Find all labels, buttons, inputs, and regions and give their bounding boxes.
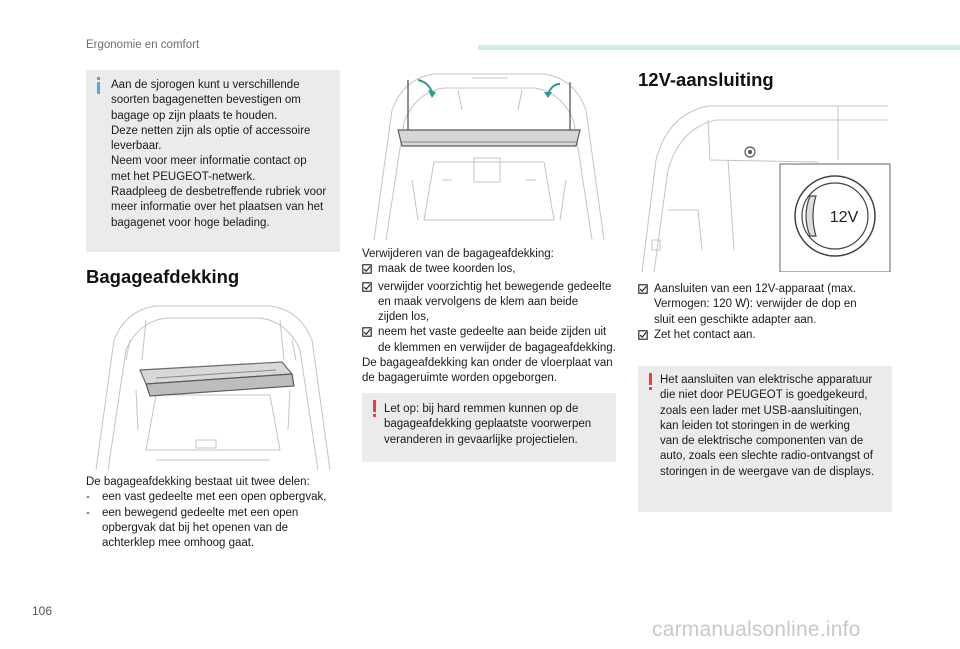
checkbox-bullet-icon — [362, 280, 378, 326]
list-item-line: Aansluiten van een 12V-apparaat (max. — [654, 283, 857, 295]
warning-line: kan leiden tot storingen in de werking — [660, 419, 850, 432]
list-item-text: maak de twee koorden los, — [378, 262, 624, 279]
warning-line: zoals een lader met USB-aansluitingen, — [660, 404, 863, 417]
warning-box-electrical-text: Het aansluiten van elektrische apparatuu… — [660, 373, 890, 480]
list-item: neem het vaste gedeelte aan beide zijden… — [362, 325, 624, 356]
checkbox-bullet-icon — [362, 262, 378, 279]
section-title-bagageafdekking: Bagageafdekking — [86, 266, 240, 287]
warning-line: Het aansluiten van elektrische apparatuu… — [660, 374, 873, 386]
info-box-line: Deze netten zijn als optie of accessoire — [111, 124, 311, 137]
12v-socket-label: 12V — [830, 209, 859, 226]
section-header: Ergonomie en comfort — [86, 39, 200, 51]
list-item-line: achterklep mee omhoog gaat. — [102, 537, 255, 550]
list-item-line: en maak vervolgens de klem aan beide — [378, 295, 579, 308]
cargo-cover-removal-illustration — [362, 70, 616, 240]
warning-icon — [370, 400, 379, 417]
info-box-line: met het PEUGEOT-netwerk. — [111, 170, 256, 183]
list-item-text: een vast gedeelte met een open opbergvak… — [102, 490, 348, 505]
removal-intro: Verwijderen van de bagageafdekking: — [362, 248, 554, 260]
list-item: -een bewegend gedeelte met een open opber… — [86, 506, 348, 552]
info-box-line: bagage op zijn plaats te houden. — [111, 109, 278, 122]
info-box-line: Aan de sjorogen kunt u verschillende — [111, 79, 300, 91]
info-icon — [94, 77, 103, 94]
warning-line: Let op: bij hard remmen kunnen op de — [384, 403, 579, 415]
12v-socket-illustration: 12V — [638, 100, 892, 272]
removal-outro-line: de bagageruimte worden opgeborgen. — [362, 372, 558, 385]
list-item: Zet het contact aan. — [638, 328, 900, 345]
list-item-line: de klemmen en verwijder de bagageafdekki… — [378, 341, 616, 354]
cargo-cover-description: De bagageafdekking bestaat uit twee dele… — [86, 475, 348, 551]
list-item: maak de twee koorden los, — [362, 262, 624, 279]
warning-line: die niet door PEUGEOT is goedgekeurd, — [660, 389, 868, 402]
list-item-line: Vermogen: 120 W): verwijder de dop en — [654, 298, 857, 311]
12v-instructions: Aansluiten van een 12V-apparaat (max. Ver… — [638, 282, 900, 345]
warning-line: bagageafdekking geplaatste voorwerpen — [384, 418, 592, 431]
removal-instructions: Verwijderen van de bagageafdekking: maak… — [362, 247, 624, 387]
list-item-text: een bewegend gedeelte met een open opberg… — [102, 506, 348, 552]
checkbox-bullet-icon — [638, 328, 654, 345]
list-item-text: verwijder voorzichtig het bewegende gede… — [378, 280, 624, 326]
checkbox-bullet-icon — [638, 282, 654, 328]
list-item-line: een bewegend gedeelte met een open — [102, 506, 299, 519]
warning-box-projectiles: Let op: bij hard remmen kunnen op de baga… — [362, 393, 616, 462]
removal-outro-line: De bagageafdekking kan onder de vloerpla… — [362, 357, 613, 370]
warning-line: storingen in de weergave van de displays… — [660, 465, 875, 478]
list-item-line: sluit een geschikte adapter aan. — [654, 313, 817, 326]
cargo-cover-intro: De bagageafdekking bestaat uit twee dele… — [86, 476, 310, 488]
info-box: Aan de sjorogen kunt u verschillende soor… — [86, 70, 340, 252]
info-box-line: Raadpleeg de desbetreffende rubriek voor — [111, 186, 327, 199]
dash-bullet: - — [86, 506, 90, 519]
page-number: 106 — [32, 604, 53, 618]
warning-box-projectiles-text: Let op: bij hard remmen kunnen op de baga… — [384, 402, 612, 448]
info-box-line: leverbaar. — [111, 140, 162, 153]
list-item-line: zijden los, — [378, 311, 430, 324]
list-item-line: neem het vaste gedeelte aan beide zijden… — [378, 326, 607, 339]
checkbox-bullet-icon — [362, 325, 378, 356]
watermark: carmanualsonline.info — [652, 618, 861, 641]
dash-bullet: - — [86, 491, 90, 504]
warning-line: auto, zoals een slechte radio-ontvangst … — [660, 450, 873, 463]
header-accent-bar — [478, 45, 960, 50]
list-item: -een vast gedeelte met een open opbergva… — [86, 490, 348, 505]
warning-icon — [646, 373, 655, 390]
list-item: verwijder voorzichtig het bewegende gede… — [362, 280, 624, 326]
warning-line: van de elektrische componenten van de — [660, 435, 864, 448]
list-item-line: een vast gedeelte met een open opbergvak… — [102, 491, 327, 504]
list-item-line: maak de twee koorden los, — [378, 263, 516, 276]
list-item-text: Aansluiten van een 12V-apparaat (max. Ver… — [654, 282, 900, 328]
info-box-line: bagagenet voor hoge belading. — [111, 216, 270, 229]
list-item-line: Zet het contact aan. — [654, 328, 756, 341]
info-box-line: meer informatie over het plaatsen van he… — [111, 201, 324, 214]
list-item-line: opbergvak dat bij het openen van de — [102, 521, 289, 534]
list-item-text: neem het vaste gedeelte aan beide zijden… — [378, 325, 624, 356]
info-box-line: Neem voor meer informatie contact op — [111, 155, 307, 168]
warning-box-electrical: Het aansluiten van elektrische apparatuu… — [638, 366, 892, 512]
cargo-cover-illustration — [86, 300, 340, 470]
list-item-line: verwijder voorzichtig het bewegende gede… — [378, 280, 612, 293]
warning-line: veranderen in gevaarlijke projectielen. — [384, 433, 578, 446]
list-item-text: Zet het contact aan. — [654, 328, 900, 345]
info-box-text: Aan de sjorogen kunt u verschillende soor… — [111, 78, 337, 231]
section-title-12v: 12V-aansluiting — [638, 69, 774, 90]
info-box-line: soorten bagagenetten bevestigen om — [111, 94, 301, 107]
list-item: Aansluiten van een 12V-apparaat (max. Ver… — [638, 282, 900, 328]
